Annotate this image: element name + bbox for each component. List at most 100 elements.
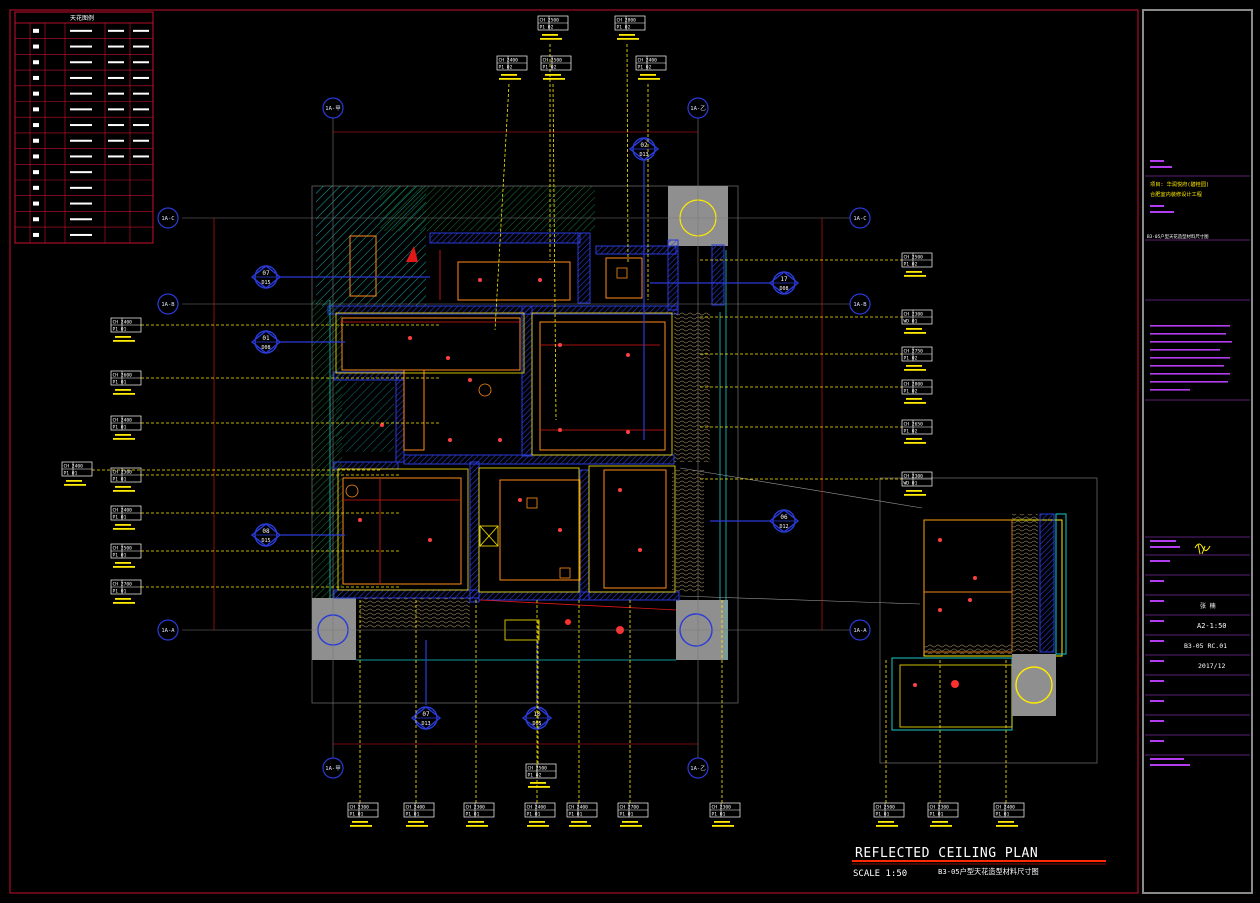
legend-desc-mark <box>108 92 124 95</box>
tag-caption-mark <box>906 365 922 367</box>
legend-symbol <box>33 154 39 159</box>
tag-caption-mark <box>352 821 368 823</box>
legend-desc-mark <box>108 29 124 32</box>
ceiling-height-text: CH 2400 <box>527 804 547 810</box>
grid-bubble-label: 1A-C <box>853 216 866 222</box>
tag-caption-mark <box>113 566 135 568</box>
legend-desc-mark <box>70 76 92 79</box>
tag-caption-mark <box>906 490 922 492</box>
grid-bubble-label: 1A-乙 <box>690 105 706 112</box>
tag-caption-mark <box>501 74 517 76</box>
ceiling-height-text: CH 2800 <box>904 381 924 387</box>
ceiling-height-text: CH 2300 <box>350 804 370 810</box>
grid-bubble <box>322 757 344 779</box>
ceiling-height-text: CH 2700 <box>620 804 640 810</box>
tag-caption-mark <box>113 393 135 395</box>
tag-caption-mark <box>466 825 488 827</box>
wall-hatch-top-right <box>380 186 595 231</box>
tag-caption-mark <box>115 434 131 436</box>
legend-desc-mark <box>133 92 149 95</box>
project-name-line2: 合肥室内装修设计工程 <box>1150 190 1202 198</box>
drawing-title-block: REFLECTED CEILING PLAN SCALE 1:50 B3-05户… <box>852 846 1106 879</box>
grid-bubble <box>687 757 709 779</box>
section-ref: D08 <box>261 345 270 351</box>
legend-desc-mark <box>70 61 92 64</box>
tag-caption-mark <box>712 825 734 827</box>
ceiling-height-text: CH 2400 <box>638 57 658 63</box>
legend-desc-mark <box>133 29 149 32</box>
ceiling-height-text: CH 2750 <box>904 348 924 354</box>
legend-symbol <box>33 107 39 112</box>
legend-title: 天花图例 <box>70 14 94 22</box>
tag-caption-mark <box>529 821 545 823</box>
tag-caption-mark <box>619 34 635 36</box>
legend-desc-mark <box>133 108 149 111</box>
tag-caption-mark <box>930 825 952 827</box>
tag-caption-mark <box>115 562 131 564</box>
ceiling-finish-text: P1 02 <box>543 64 557 70</box>
section-ref: D13 <box>421 721 430 727</box>
section-ref: D05 <box>532 721 541 727</box>
section-number: 10 <box>533 711 541 718</box>
legend-symbol <box>33 170 39 175</box>
tag-caption-mark <box>640 74 656 76</box>
toilet-fixture <box>479 525 540 641</box>
grid-bubble-label: 1A-C <box>161 216 174 222</box>
legend-desc-mark <box>70 139 92 142</box>
drawing-date: 2017/12 <box>1198 662 1225 670</box>
detail-leader-line <box>679 467 923 509</box>
drawing-name: B3-05户型天花造型材料尺寸图 <box>1147 233 1209 240</box>
grid-bubble-label: 1A-甲 <box>325 105 340 112</box>
signature-mark <box>1194 543 1211 555</box>
ceiling-finish-text: P1 02 <box>528 772 542 778</box>
ceiling-height-text: CH 2400 <box>996 804 1016 810</box>
tag-caption-mark <box>904 442 926 444</box>
legend-desc-mark <box>108 124 124 127</box>
ceiling-height-text: CH 2500 <box>528 765 548 771</box>
legend-desc-mark <box>70 233 92 236</box>
ceiling-height-text: CH 2300 <box>904 311 924 317</box>
tag-caption-mark <box>617 38 639 40</box>
grid-bubble <box>157 207 179 229</box>
tag-caption-mark <box>115 524 131 526</box>
legend-symbol <box>33 232 39 237</box>
ceiling-height-text: CH 2300 <box>466 804 486 810</box>
ceiling-height-text: CH 2400 <box>113 319 133 325</box>
tag-caption-mark <box>468 821 484 823</box>
sheet-frame <box>9 9 1139 894</box>
legend-desc-mark <box>70 155 92 158</box>
wood-panel-right-lower <box>672 470 704 592</box>
ceiling-tag-leaders <box>92 43 1007 803</box>
ceiling-finish-text: P1 02 <box>904 355 918 361</box>
ceiling-finish-text: P1 01 <box>113 588 127 594</box>
tag-caption-mark <box>622 821 638 823</box>
tag-caption-mark <box>906 328 922 330</box>
legend-symbol <box>33 185 39 190</box>
ceiling-height-text: CH 2700 <box>113 581 133 587</box>
section-number: 02 <box>640 142 648 149</box>
legend-symbol <box>33 91 39 96</box>
legend-desc-mark <box>108 76 124 79</box>
grid-bubble <box>157 619 179 641</box>
tag-caption-mark <box>115 598 131 600</box>
exhaust-fan <box>565 619 571 625</box>
tag-caption-mark <box>542 34 558 36</box>
ceiling-finish-text: P1 01 <box>466 811 480 817</box>
ceiling-finish-text: P1 01 <box>620 811 634 817</box>
tag-caption-mark <box>906 398 922 400</box>
grid-bubble <box>849 293 871 315</box>
legend-desc-mark <box>108 61 124 64</box>
legend-desc-mark <box>70 108 92 111</box>
ceiling-finish-text: P1 01 <box>113 476 127 482</box>
